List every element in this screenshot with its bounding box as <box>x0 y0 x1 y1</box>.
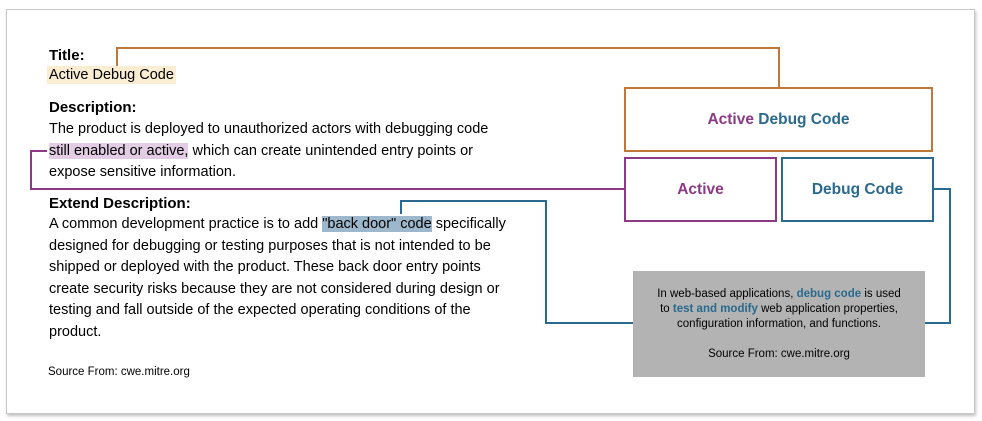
title-highlight: Active Debug Code <box>47 66 176 84</box>
active-box: Active <box>624 157 777 222</box>
description-line: The product is deployed to unauthorized … <box>49 121 489 137</box>
main-word-debug-code: Debug Code <box>758 110 850 128</box>
note-line: to test and modify web application prope… <box>633 302 925 317</box>
extend-line: shipped or deployed with the product. Th… <box>49 259 481 275</box>
extend-post: specifically <box>431 216 506 232</box>
note-line: In web-based applications, debug code is… <box>633 287 925 302</box>
title-label: Title: <box>49 47 85 64</box>
extend-text: A common development practice is to add … <box>49 214 549 343</box>
note-pre: In web-based applications, <box>657 288 797 300</box>
debug-code-box: Debug Code <box>781 157 934 222</box>
description-rest: which can create unintended entry points… <box>188 142 473 159</box>
left-source: Source From: cwe.mitre.org <box>48 366 190 378</box>
extend-line: create security risks because they are n… <box>49 280 500 297</box>
extend-pre: A common development practice is to add <box>49 216 323 232</box>
title-value: Active Debug Code <box>47 65 176 87</box>
description-line: still enabled or active, which can creat… <box>49 141 549 163</box>
note-box: In web-based applications, debug code is… <box>633 271 925 377</box>
active-connector <box>30 150 624 190</box>
description-text: The product is deployed to unauthorized … <box>49 119 549 184</box>
debug-code-connector <box>925 188 951 324</box>
note-mid: is used <box>861 288 901 300</box>
extend-line: testing and fall outside of the expected… <box>49 302 471 318</box>
active-debug-code-box: Active Debug Code <box>624 87 933 152</box>
extend-line: designed for debugging or testing purpos… <box>49 237 491 254</box>
main-word-active: Active <box>707 110 754 128</box>
extend-line: product. <box>49 323 102 340</box>
extend-label: Extend Description: <box>49 195 191 212</box>
description-line: expose sensitive information. <box>49 164 236 180</box>
title-connector <box>116 47 780 87</box>
extend-line: A common development practice is to add … <box>49 214 549 236</box>
note-line: configuration information, and functions… <box>677 318 881 330</box>
note-post: web application properties, <box>757 303 898 315</box>
note-to: to <box>660 303 673 315</box>
backdoor-connector <box>400 200 633 324</box>
note-test-modify: test and modify <box>672 303 758 315</box>
backdoor-highlight: "back door" code <box>322 216 432 232</box>
note-debug-code: debug code <box>796 288 862 300</box>
active-highlight: still enabled or active, <box>49 142 189 159</box>
description-label: Description: <box>49 99 137 116</box>
note-source: Source From: cwe.mitre.org <box>708 348 850 360</box>
